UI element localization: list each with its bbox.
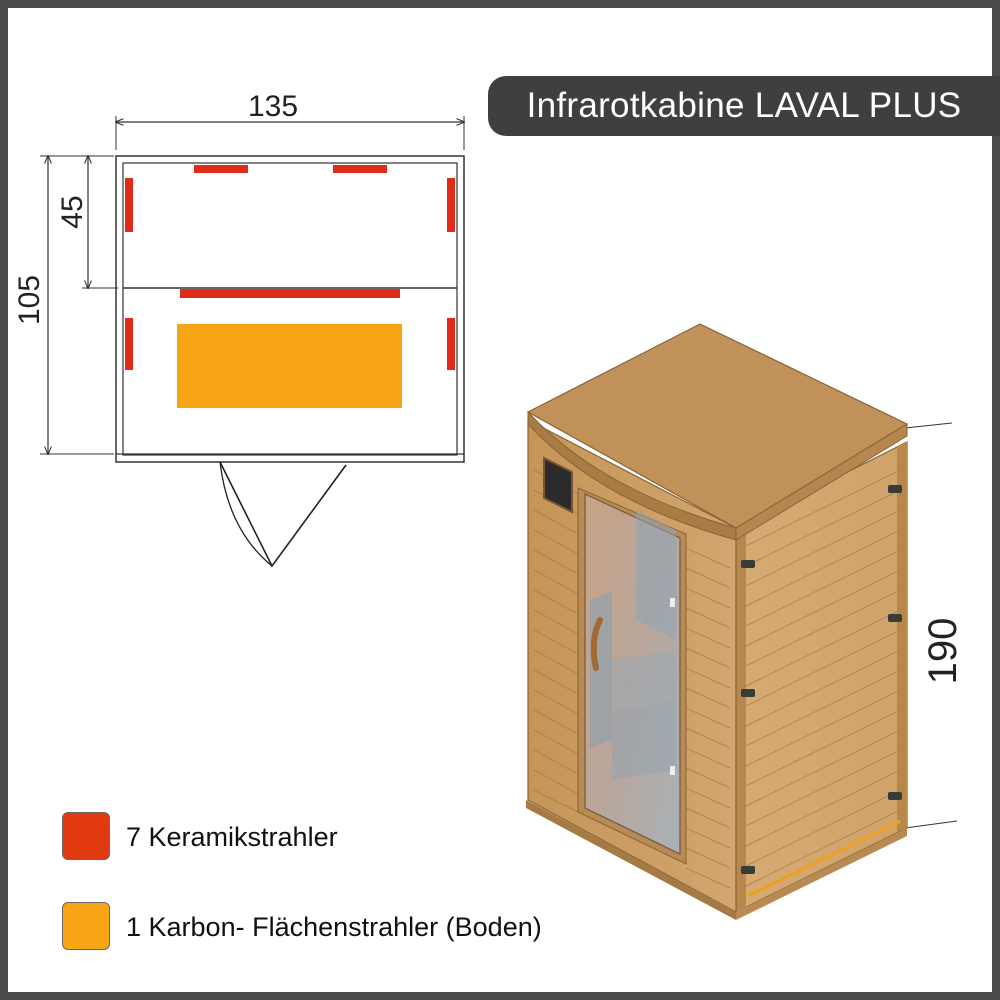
width-label: 135 — [248, 90, 299, 123]
cabin-base-front — [526, 800, 736, 920]
door-handle — [590, 617, 603, 671]
carbon-floor-heater — [177, 324, 402, 408]
legend-swatch-ceramic — [62, 812, 110, 860]
interior-backrest — [636, 510, 676, 640]
ceramic-heater-left-lower — [125, 318, 133, 370]
height-label: 190 — [921, 617, 965, 685]
ceramic-heater-right-upper — [447, 178, 455, 232]
floor-plan — [40, 116, 465, 568]
bench-depth-label: 45 — [56, 195, 89, 229]
legend-swatch-carbon — [62, 902, 110, 950]
door-hinge-bottom — [670, 766, 675, 775]
floor-light-strip — [747, 819, 901, 898]
side-wall-boards — [741, 469, 901, 889]
front-left-boards — [533, 469, 579, 813]
side-back-post — [897, 442, 907, 832]
legend-label-carbon: 1 Karbon- Flächenstrahler (Boden) — [126, 912, 542, 942]
ceramic-heater-right-lower — [447, 318, 455, 370]
door-hinge-top — [670, 598, 675, 607]
height-ref-bottom — [904, 820, 958, 829]
ceramic-heater-left-upper — [125, 178, 133, 232]
roof-side-edge — [735, 423, 908, 541]
ceramic-heater-bench — [180, 289, 400, 298]
vent-opening — [543, 456, 573, 514]
depth-label: 105 — [13, 274, 46, 326]
cabin-base-side — [736, 828, 907, 920]
ceramic-heater-back-right — [333, 165, 387, 173]
product-title: Infrarotkabine LAVAL PLUS — [526, 86, 962, 125]
legend-label-ceramic: 7 Keramikstrahler — [126, 822, 338, 852]
wall-clamps — [741, 485, 902, 874]
interior-bench-front — [612, 700, 676, 780]
ceramic-heaters — [125, 165, 455, 370]
title-box: Infrarotkabine LAVAL PLUS — [488, 76, 1000, 136]
height-ref-top — [904, 422, 953, 429]
door-leaf — [219, 461, 347, 568]
door-swing-arc — [219, 461, 273, 567]
outer-wall — [115, 155, 465, 463]
side-front-post — [736, 524, 746, 912]
inner-wall — [122, 162, 458, 456]
cabin-illustration — [526, 323, 958, 920]
front-right-boards — [685, 547, 731, 889]
interior-bench — [612, 650, 676, 712]
interior-left-panel — [590, 592, 612, 748]
ceramic-heater-back-left — [194, 165, 248, 173]
